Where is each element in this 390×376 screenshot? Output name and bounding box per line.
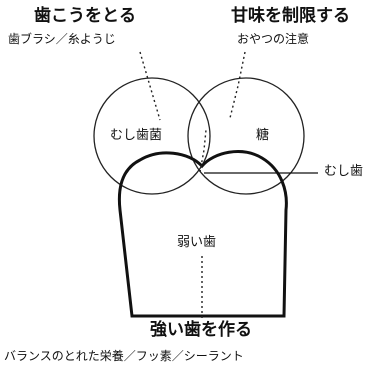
- bottom-title: 強い歯を作る: [150, 320, 252, 340]
- tooth-label: 弱い歯: [177, 235, 217, 250]
- left-circle-label: むし歯菌: [110, 128, 163, 143]
- left-circle: [93, 77, 211, 195]
- leader-center: [199, 129, 207, 173]
- leader-right-top: [229, 51, 246, 119]
- right-top-subtitle: おやつの注意: [237, 32, 310, 46]
- left-top-subtitle: 歯ブラシ／糸ようじ: [8, 32, 116, 46]
- bottom-subtitle: バランスのとれた栄養／フッ素／シーラント: [4, 349, 244, 363]
- side-label: むし歯: [324, 164, 364, 179]
- right-circle-label: 糖: [256, 128, 270, 143]
- tooth-outline: [117, 150, 288, 318]
- left-top-title: 歯こうをとる: [34, 6, 136, 26]
- right-top-title: 甘味を制限する: [231, 6, 350, 26]
- leader-left-top: [139, 51, 161, 121]
- right-circle: [187, 77, 305, 195]
